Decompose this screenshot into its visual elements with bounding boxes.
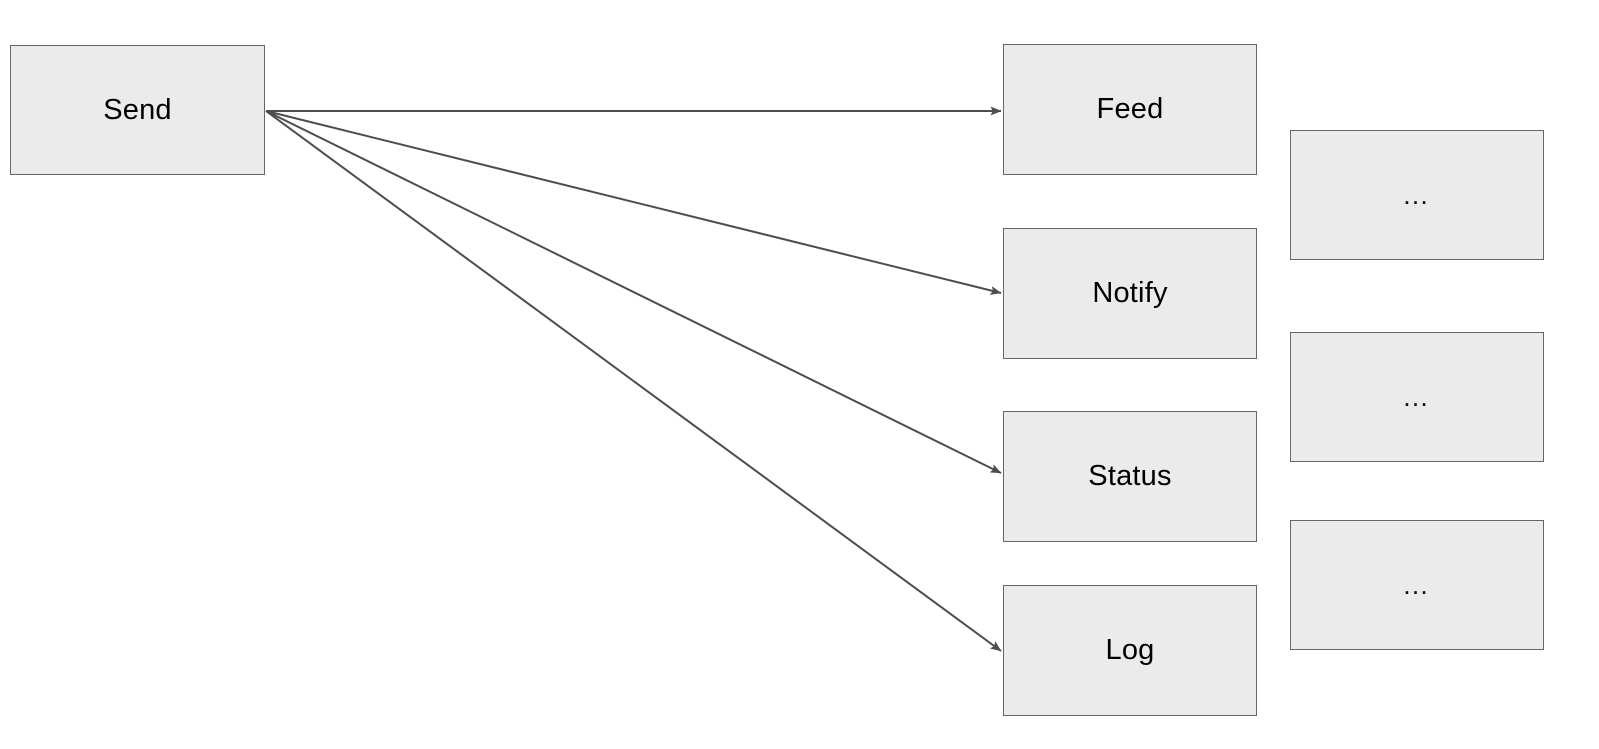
node-label-notify: Notify	[1092, 277, 1168, 309]
node-label-status: Status	[1088, 460, 1172, 492]
node-status[interactable]: Status	[1003, 411, 1257, 542]
node-label-log: Log	[1105, 634, 1155, 666]
node-feed[interactable]: Feed	[1003, 44, 1257, 175]
node-send[interactable]: Send	[10, 45, 265, 175]
edge-send-to-notify	[265, 110, 1002, 295]
node-more-2[interactable]: …	[1290, 332, 1544, 462]
node-label-more-3: …	[1402, 569, 1432, 600]
edge-send-to-log	[265, 110, 1002, 652]
node-label-more-2: …	[1402, 381, 1432, 412]
node-notify[interactable]: Notify	[1003, 228, 1257, 359]
node-more-1[interactable]: …	[1290, 130, 1544, 260]
node-label-feed: Feed	[1096, 93, 1164, 125]
node-log[interactable]: Log	[1003, 585, 1257, 716]
node-more-3[interactable]: …	[1290, 520, 1544, 650]
edges-group	[265, 106, 1002, 652]
node-label-more-1: …	[1402, 179, 1432, 210]
edge-send-to-status	[265, 110, 1002, 474]
node-label-send: Send	[103, 93, 172, 126]
